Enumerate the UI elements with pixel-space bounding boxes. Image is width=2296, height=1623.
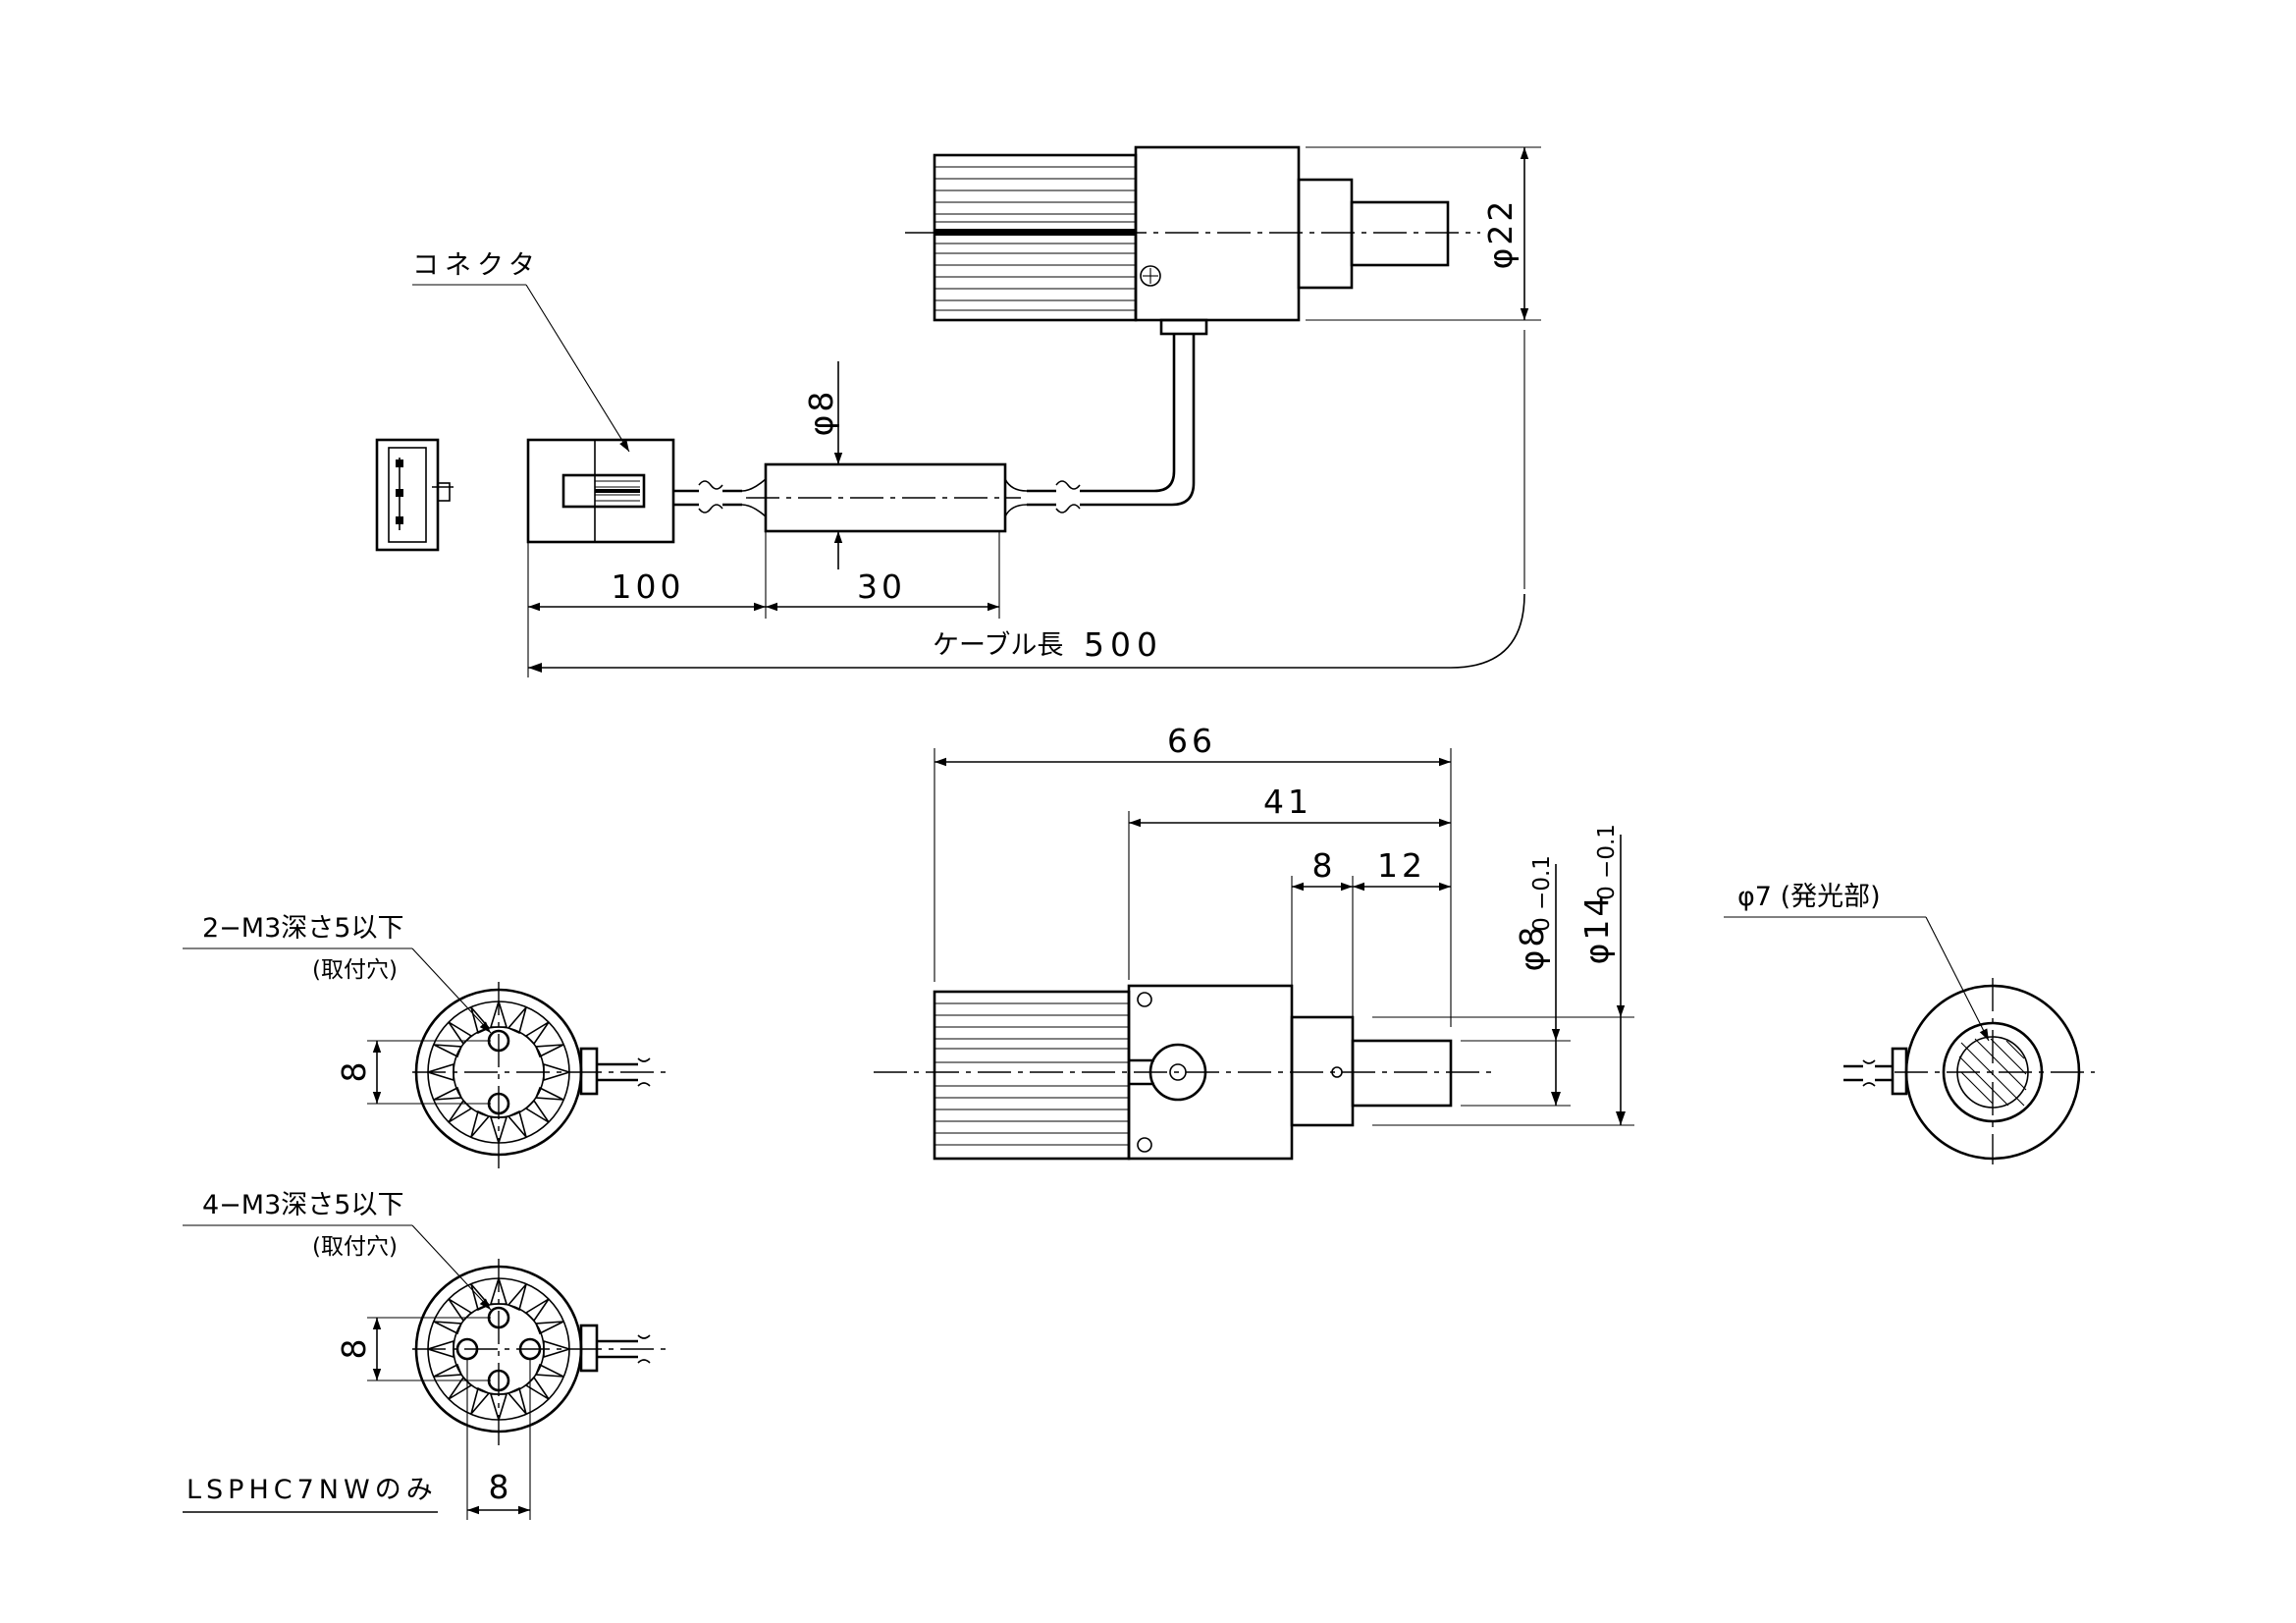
head-tip — [1350, 200, 1450, 267]
neck-dia-label: φ14 — [1577, 893, 1616, 965]
mount-2-callout: 2−M3深さ5以下 (取付穴) — [183, 913, 492, 1034]
mount-4-sub-label: (取付穴) — [312, 1234, 398, 1260]
cable-dia-label: φ8 — [802, 389, 840, 437]
head-neck — [1297, 178, 1354, 290]
hole-pitch-2-label: 8 — [335, 1062, 373, 1083]
tip-dia-tolerance: 0 −0.1 — [1529, 855, 1555, 932]
mount-4-label: 4−M3深さ5以下 — [202, 1190, 403, 1220]
tip-dia-label: φ8 — [1513, 924, 1551, 972]
cable-gland — [1159, 318, 1208, 336]
dim-hole-pitch-4: 8 8 — [335, 1317, 531, 1520]
emitter-label: φ7 (発光部) — [1737, 882, 1881, 912]
model-note-label: LSPHC7NWのみ — [187, 1475, 438, 1505]
cable-sleeve — [746, 462, 1021, 533]
hole-pitch-4-h-label: 8 — [489, 1468, 509, 1506]
neck-dia-tolerance: 0 −0.1 — [1594, 824, 1620, 900]
dim-cable-lengths: 100 30 ケーブル長 500 — [527, 330, 1525, 677]
screw-icon — [1140, 265, 1161, 287]
connector-side — [526, 438, 675, 544]
hole-pitch-4-v-label: 8 — [335, 1339, 373, 1360]
tip-len-label: 12 — [1377, 846, 1426, 885]
dim-hole-pitch-2: 8 — [335, 1040, 491, 1105]
dim-cable-dia: φ8 — [802, 361, 843, 569]
cable-length-label: ケーブル長 — [933, 630, 1063, 661]
rear-view-2holes — [412, 982, 667, 1168]
mount-4-callout: 4−M3深さ5以下 (取付穴) — [183, 1190, 492, 1311]
sleeve-len-label: 30 — [857, 568, 906, 606]
model-note: LSPHC7NWのみ — [183, 1475, 438, 1513]
head-body — [1134, 145, 1301, 322]
body-dia-label: φ22 — [1481, 198, 1520, 270]
head-side-view — [905, 145, 1480, 336]
mount-2-sub-label: (取付穴) — [312, 957, 398, 983]
body-len-label: 41 — [1263, 783, 1312, 821]
dim-head-lengths: 66 41 8 12 — [934, 722, 1452, 1035]
conn-to-sleeve-label: 100 — [612, 568, 685, 606]
connector-front — [375, 438, 454, 552]
knurl-lines — [934, 166, 1136, 311]
connector-callout: コネクタ — [412, 250, 630, 453]
cable-connector — [673, 478, 767, 517]
cable-length-value: 500 — [1084, 625, 1163, 664]
knurled-cap — [933, 153, 1138, 322]
emitter-callout: φ7 (発光部) — [1724, 882, 1990, 1042]
head-front-view — [1843, 978, 2095, 1164]
cable-head — [1004, 334, 1196, 517]
dim-tip-dias: φ8 0 −0.1 φ14 0 −0.1 — [1372, 824, 1634, 1126]
rear-view-4holes — [412, 1259, 667, 1445]
dim-body-dia: φ22 — [1306, 146, 1541, 321]
overall-len-label: 66 — [1167, 722, 1216, 760]
connector-label: コネクタ — [412, 250, 541, 281]
step-len-label: 8 — [1312, 846, 1333, 885]
head-side-view-2 — [874, 984, 1492, 1161]
mount-2-label: 2−M3深さ5以下 — [202, 913, 403, 944]
